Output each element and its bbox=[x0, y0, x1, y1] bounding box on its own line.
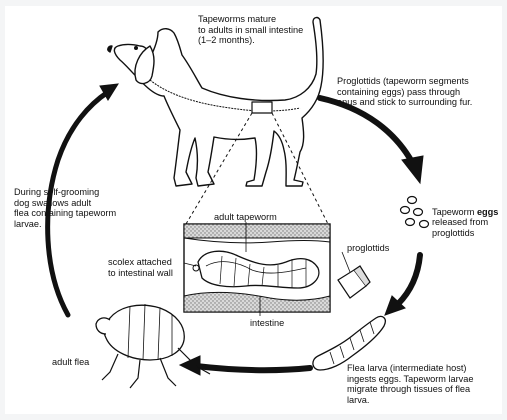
proglottid-segment bbox=[337, 265, 371, 299]
label-eggs-prefix: Tapeworm bbox=[432, 206, 477, 217]
arrowhead-eggs-to-larva bbox=[384, 295, 406, 316]
arrowhead-larva-to-flea bbox=[178, 355, 201, 376]
label-eggs-suffix: released from proglottids bbox=[432, 217, 489, 238]
label-flea-larva: Flea larva (intermediate host) ingests e… bbox=[347, 363, 474, 405]
label-adult-flea: adult flea bbox=[52, 357, 90, 367]
dog-digestive-tract bbox=[149, 79, 301, 112]
scolex bbox=[192, 264, 200, 272]
label-eggs-bold: eggs bbox=[476, 206, 499, 217]
label-adult-tapeworm: adult tapeworm bbox=[214, 212, 277, 222]
arrow-larva-to-flea bbox=[193, 363, 313, 374]
zoom-lines bbox=[185, 112, 329, 225]
intestine-cross-section bbox=[183, 223, 331, 313]
label-intestine: intestine bbox=[250, 318, 285, 328]
label-proglottids-pass: Proglottids (tapeworm segments containin… bbox=[337, 76, 473, 107]
dog-nose bbox=[107, 45, 113, 53]
adult-flea bbox=[95, 303, 211, 389]
label-eggs: Tapeworm eggs released from proglottids bbox=[432, 196, 498, 238]
label-proglottids: proglottids bbox=[347, 243, 390, 253]
label-self-grooming: During self-grooming dog swallows adult … bbox=[14, 187, 117, 229]
tapeworm-body bbox=[197, 250, 320, 289]
label-small-intestine: Tapeworms mature to adults in small inte… bbox=[198, 14, 304, 45]
pointer-lines bbox=[183, 222, 351, 316]
arrowhead-flea-to-dog bbox=[99, 83, 119, 101]
dog-ear bbox=[134, 45, 155, 85]
dog-body bbox=[113, 16, 324, 187]
dog-eye bbox=[133, 46, 138, 51]
tapeworm-eggs bbox=[399, 195, 430, 229]
arrowhead-dog-to-eggs bbox=[401, 155, 424, 185]
flea-larva bbox=[312, 315, 386, 371]
arrow-flea-to-dog bbox=[45, 89, 111, 318]
arrow-dog-to-eggs bbox=[317, 95, 415, 165]
dog-illustration bbox=[107, 16, 324, 187]
dog-intestine-marker bbox=[251, 101, 273, 114]
arrow-eggs-to-larva bbox=[395, 252, 423, 307]
label-scolex: scolex attached to intestinal wall bbox=[108, 257, 173, 278]
